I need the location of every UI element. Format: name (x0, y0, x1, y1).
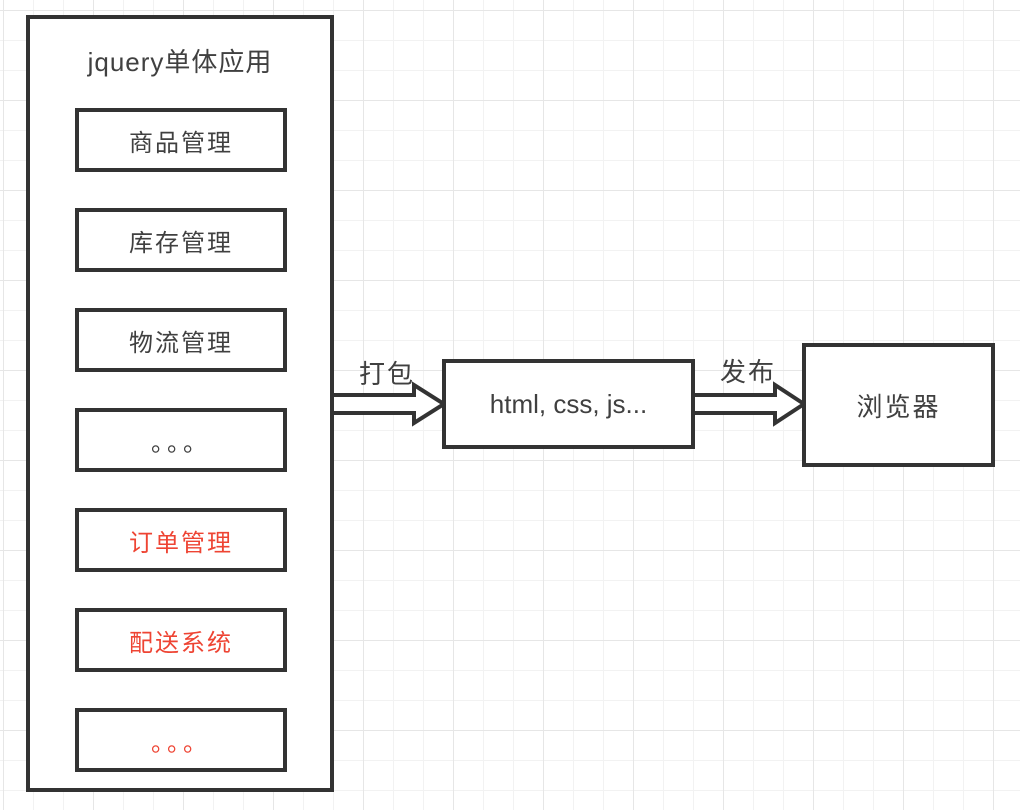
module-label: 物流管理 (129, 329, 233, 357)
module-box-logistics: 物流管理 (75, 308, 287, 372)
module-box-ellipsis-bottom: 。。。 (75, 708, 287, 772)
module-label: 订单管理 (129, 529, 233, 557)
module-box-product: 商品管理 (75, 108, 287, 172)
bundle-box: html, css, js... (442, 359, 695, 449)
module-label: 。。。 (151, 729, 211, 757)
publish-arrow (691, 381, 808, 427)
module-label: 。。。 (151, 429, 211, 457)
package-arrow-label: 打包 (358, 359, 415, 389)
module-label: 库存管理 (129, 229, 233, 257)
module-label: 商品管理 (129, 129, 233, 157)
module-box-ellipsis-top: 。。。 (75, 408, 287, 472)
browser-box: 浏览器 (802, 343, 995, 467)
module-box-inventory: 库存管理 (75, 208, 287, 272)
browser-box-label: 浏览器 (856, 391, 941, 422)
bundle-box-label: html, css, js... (489, 388, 648, 419)
module-box-delivery: 配送系统 (75, 608, 287, 672)
publish-arrow-label: 发布 (719, 357, 776, 387)
module-box-order: 订单管理 (75, 508, 287, 572)
module-label: 配送系统 (129, 629, 233, 657)
monolith-title: jquery单体应用 (87, 47, 273, 77)
